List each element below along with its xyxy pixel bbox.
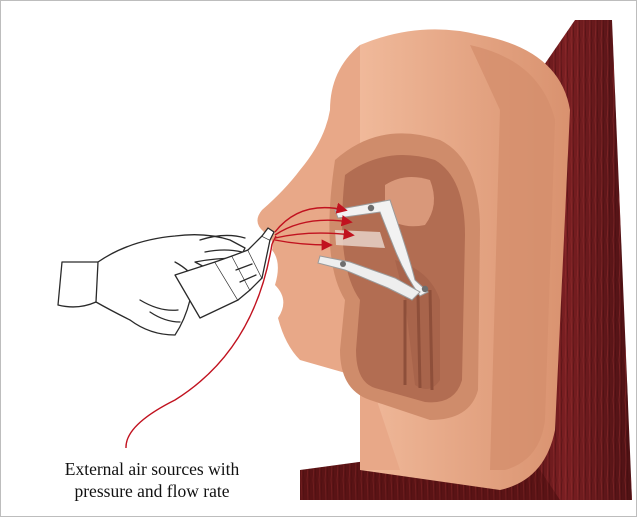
figure-caption: External air sources with pressure and f… [22,458,282,502]
caption-line-2: pressure and flow rate [22,480,282,502]
caption-line-1: External air sources with [22,458,282,480]
gloved-hand-with-spray-bottle [58,228,274,335]
head-model [257,29,570,490]
